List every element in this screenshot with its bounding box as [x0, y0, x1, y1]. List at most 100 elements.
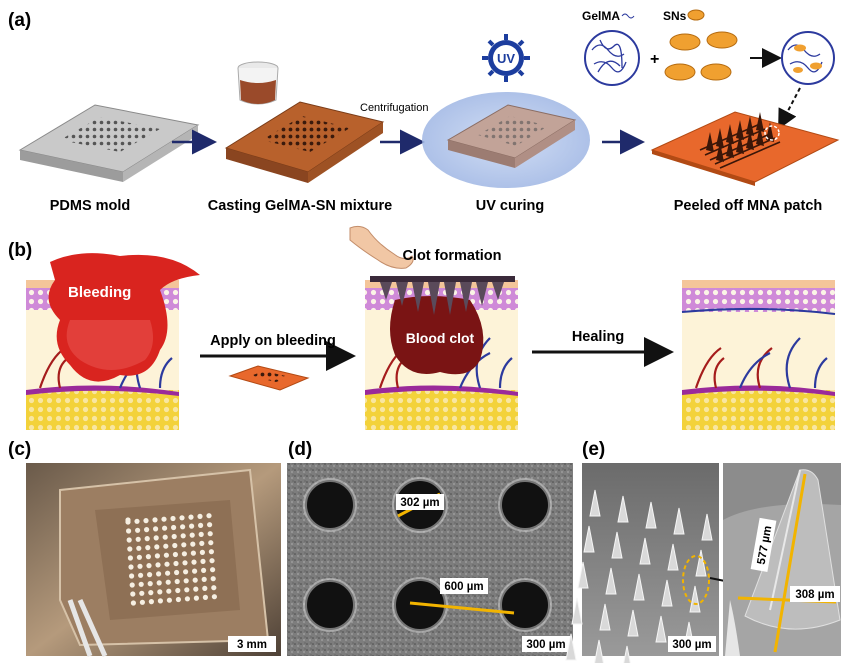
panel-label-e: (e): [582, 439, 605, 460]
needle-cone: [645, 501, 657, 529]
microneedle-dot: [166, 588, 172, 594]
panel-label-a: (a): [8, 10, 31, 31]
microneedle-dot: [175, 587, 181, 594]
needle-cone: [577, 561, 589, 589]
skin-bleeding: Bleeding: [26, 253, 200, 430]
needle-cone: [617, 495, 629, 523]
needle-cone: [623, 645, 631, 663]
microneedle-array-photo: [125, 513, 217, 606]
microneedle-dot: [180, 533, 186, 539]
microneedle-dot: [175, 596, 181, 603]
microneedle-dot: [143, 518, 149, 524]
microneedle-dot: [136, 554, 142, 560]
needle-cone: [667, 543, 679, 571]
microneedle-dot: [208, 549, 214, 555]
microneedle-dot: [137, 563, 143, 569]
diameter-label: 302 µm: [400, 497, 439, 509]
microneedle-dot: [153, 526, 159, 532]
needle-cone: [655, 615, 667, 643]
blood-clot-label: Blood clot: [406, 330, 475, 346]
needle-cone: [599, 603, 611, 631]
microneedle-dot: [153, 535, 159, 541]
microneedle-dot: [201, 567, 207, 574]
needle-cone: [633, 573, 645, 601]
finger-icon: [349, 225, 414, 269]
microneedle-dot: [179, 515, 185, 521]
beaker-icon: [237, 61, 279, 105]
microneedle-dot: [210, 567, 216, 573]
microneedle-dot: [152, 517, 158, 523]
microneedle-dot: [193, 586, 199, 592]
composite-network: [781, 31, 835, 85]
microneedle-dot: [200, 558, 206, 565]
microneedle-dot: [206, 513, 212, 519]
microneedle-dot: [154, 553, 160, 559]
microneedle-dot: [162, 534, 168, 540]
uv-label: UV: [497, 51, 515, 66]
microneedle-dot: [202, 594, 208, 601]
sem-needle-array: 300 µm: [565, 463, 719, 663]
microneedle-dot: [145, 554, 151, 560]
microneedle-dot: [183, 578, 189, 584]
microneedle-dot: [135, 536, 141, 542]
microneedle-dot: [180, 524, 186, 530]
microneedle-dot: [130, 591, 136, 597]
microneedle-dot: [155, 562, 161, 568]
microneedle-dot: [202, 585, 208, 592]
microneedle-dot: [146, 563, 152, 569]
highlight-ellipse: [682, 555, 710, 605]
spacing-line: [409, 601, 515, 615]
microneedle-dot: [154, 544, 160, 550]
microneedle-dot: [138, 572, 144, 578]
bleeding-label: Bleeding: [68, 284, 131, 301]
microneedle-dot: [135, 527, 141, 533]
uv-cured-patch: [446, 104, 577, 168]
zoom-arrow: [778, 87, 801, 130]
needle-cone: [611, 531, 623, 559]
microneedle-dot: [145, 545, 151, 551]
microneedle-dot: [193, 595, 199, 601]
microneedle-dot: [210, 576, 216, 582]
microneedle-dot: [197, 513, 203, 520]
needle-array-cones: [565, 489, 713, 663]
sn-discs: [664, 31, 738, 81]
microneedle-dot: [147, 581, 153, 587]
microneedle-dot: [148, 590, 154, 596]
microneedle-dot: [129, 573, 135, 579]
microneedle-dot: [192, 577, 198, 583]
skin-clot: Blood clot: [365, 276, 518, 430]
microneedle-dot: [129, 582, 135, 588]
pdms-mold: [18, 104, 200, 182]
microneedle-dot: [198, 522, 204, 529]
scale-bar-e: 300 µm: [672, 639, 711, 651]
microneedle-dot: [174, 569, 180, 576]
needle-cone: [661, 579, 673, 607]
needle-cone: [701, 513, 713, 541]
microneedle-dot: [134, 518, 140, 524]
microneedle-dot: [138, 581, 144, 587]
mna-patch: [650, 111, 840, 186]
needle-cone: [583, 525, 595, 553]
microneedle-dot: [183, 569, 189, 575]
microneedle-dot: [199, 540, 205, 547]
sem-mold-holes: 302 µm 600 µm 300 µm: [287, 463, 573, 656]
microneedle-dot: [207, 522, 213, 528]
microneedle-dot: [156, 571, 162, 577]
panel-label-c: (c): [8, 439, 31, 460]
microneedle-dot: [127, 555, 133, 561]
microneedle-dot: [209, 558, 215, 564]
plus-sign: +: [650, 51, 659, 68]
needle-cone: [605, 567, 617, 595]
microneedle-dot: [211, 594, 217, 600]
microneedle-dot: [190, 541, 196, 547]
microneedle-dot: [184, 587, 190, 593]
microneedle-dot: [190, 550, 196, 556]
panel-label-b: (b): [8, 240, 32, 261]
microneedle-dot: [139, 590, 145, 596]
apply-label: Apply on bleeding: [210, 333, 336, 349]
microneedle-dot: [125, 519, 131, 525]
microneedle-dot: [211, 585, 217, 591]
microneedle-dot: [144, 536, 150, 542]
scale-bar-c: 3 mm: [237, 639, 267, 651]
